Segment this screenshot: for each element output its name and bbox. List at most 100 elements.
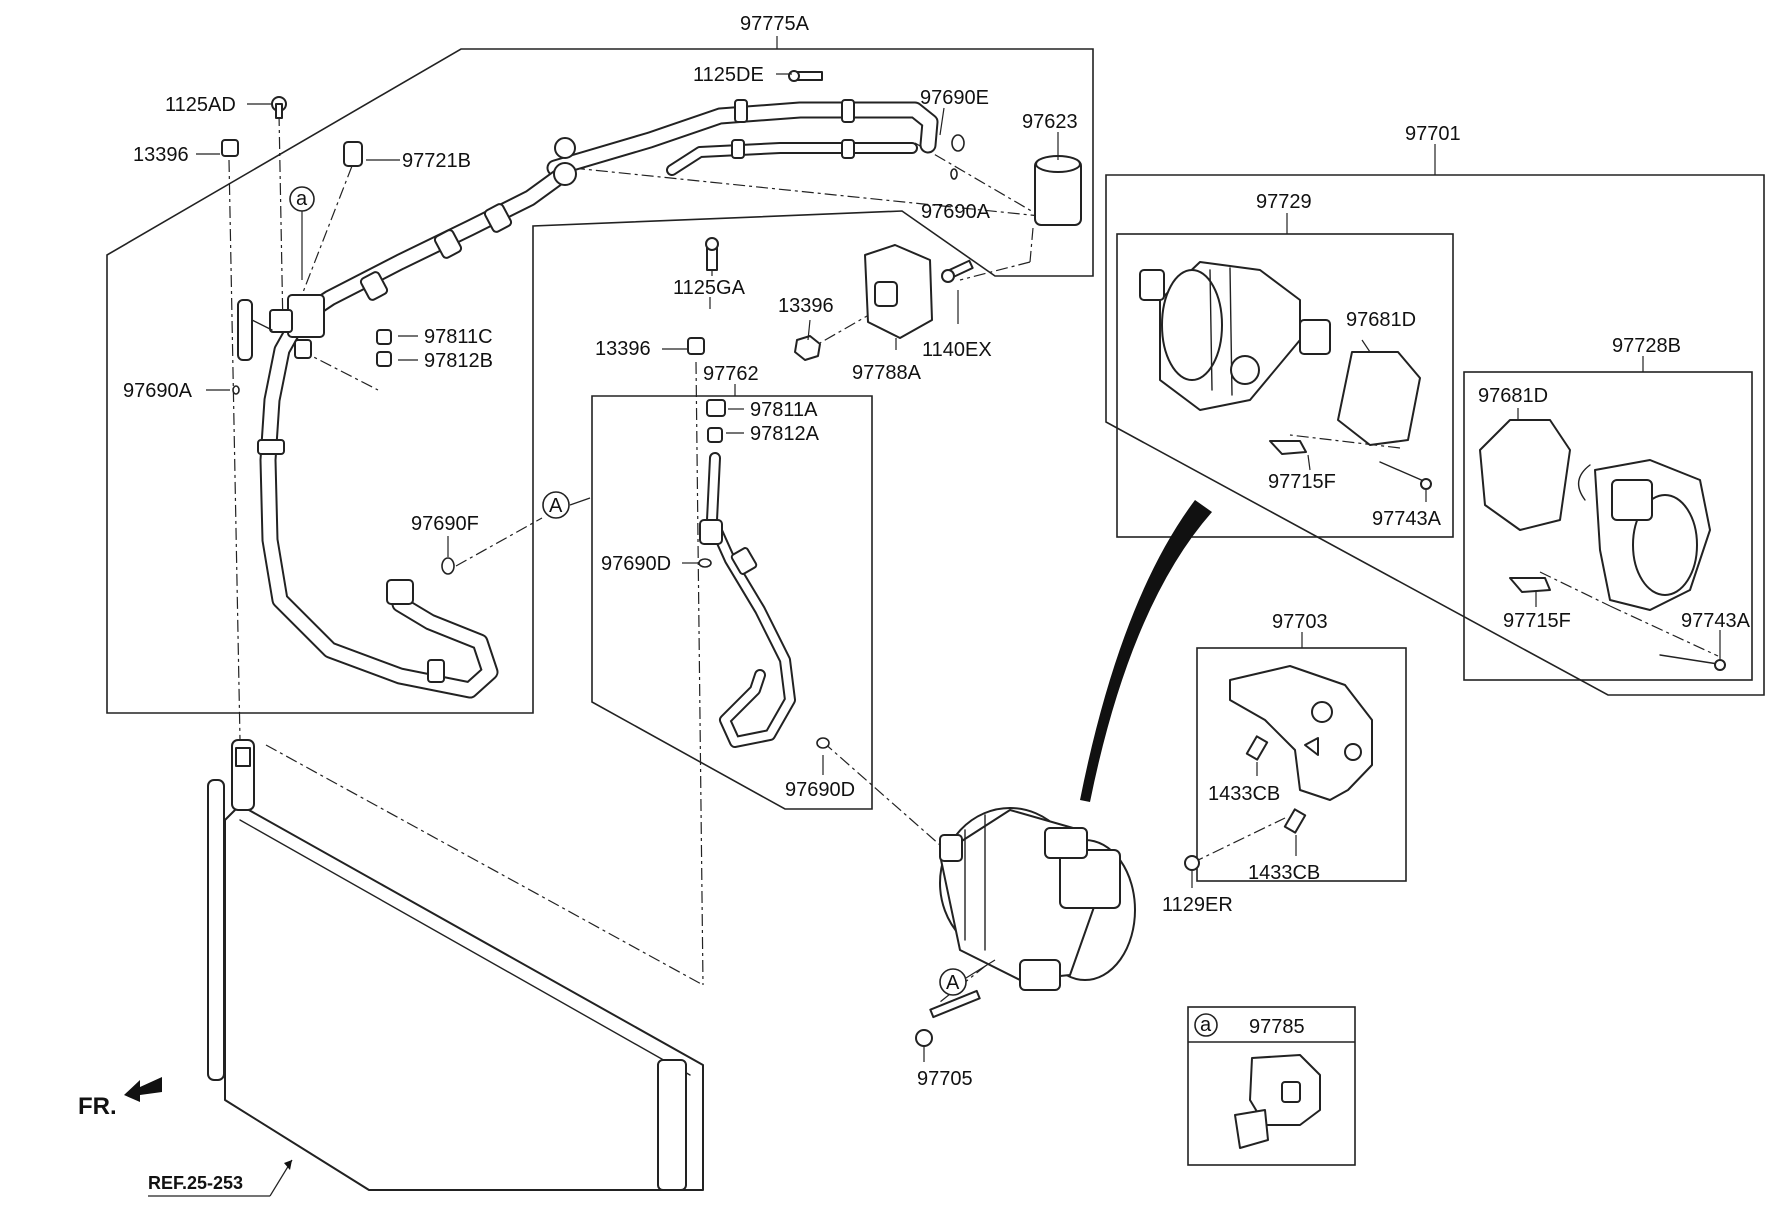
label-97811C: 97811C xyxy=(424,326,493,348)
dash-line xyxy=(1289,434,1401,449)
oring-97690A xyxy=(950,168,958,180)
label-97729: 97729 xyxy=(1256,191,1312,213)
label-97721B: 97721B xyxy=(402,150,471,172)
frame-97701 xyxy=(1105,174,1765,696)
dash-line xyxy=(265,744,704,986)
connector-97785 xyxy=(1234,1054,1321,1149)
bolt-97743A-a xyxy=(1379,461,1427,483)
compressor-97729 xyxy=(1139,261,1331,411)
label-97762: 97762 xyxy=(703,363,759,385)
label-1129ER: 1129ER xyxy=(1162,894,1233,916)
ref-circle-A-compressor xyxy=(939,968,967,996)
label-97690A-left: 97690A xyxy=(123,380,193,402)
shim-97715F-b xyxy=(1509,577,1551,593)
label-97705: 97705 xyxy=(917,1068,973,1090)
frame-97729 xyxy=(1116,233,1454,538)
dash-line xyxy=(1029,227,1034,263)
frame-97785 xyxy=(1187,1006,1356,1166)
nut-13396-left xyxy=(687,337,705,355)
label-97681D-a: 97681D xyxy=(1346,309,1416,331)
dash-line xyxy=(695,361,704,986)
label-1433CB-b: 1433CB xyxy=(1248,862,1320,884)
assembly-arrow xyxy=(1080,500,1212,802)
label-97690F: 97690F xyxy=(411,513,479,535)
label-97715F-a: 97715F xyxy=(1268,471,1336,493)
nut-13396-top xyxy=(221,139,239,157)
label-97701: 97701 xyxy=(1405,123,1461,145)
ref-circle-a-legend xyxy=(1194,1013,1218,1037)
cap-97812B xyxy=(376,351,392,367)
manifold-block xyxy=(287,294,325,338)
label-97788A: 97788A xyxy=(852,362,922,384)
label-13396-mid: 13396 xyxy=(778,295,834,317)
oring-97690E xyxy=(951,134,965,152)
label-97785: 97785 xyxy=(1249,1016,1305,1038)
label-ref-a: a xyxy=(296,188,308,210)
label-97690A-top: 97690A xyxy=(921,201,991,223)
front-direction-arrow xyxy=(124,1077,162,1102)
dash-line xyxy=(1539,571,1611,607)
label-97812B: 97812B xyxy=(424,350,493,372)
condenser xyxy=(207,739,704,1191)
gasket-97681D-a xyxy=(1337,351,1421,446)
label-97715F-b: 97715F xyxy=(1503,610,1571,632)
dash-line xyxy=(455,517,543,567)
label-97811A: 97811A xyxy=(750,399,818,421)
label-fr: FR. xyxy=(78,1093,117,1120)
label-97743A-a: 97743A xyxy=(1372,508,1442,530)
label-97690D-bottom: 97690D xyxy=(785,779,855,801)
label-97743A-b: 97743A xyxy=(1681,610,1751,632)
frame-97762 xyxy=(591,395,873,810)
label-97690D-top: 97690D xyxy=(601,553,671,575)
oring-97690D-bottom xyxy=(816,737,830,749)
compressor-assembly xyxy=(939,807,1136,991)
ref-circle-A-hose xyxy=(542,491,570,519)
cap-97811C xyxy=(376,329,392,345)
label-13396-left: 13396 xyxy=(595,338,651,360)
dash-line xyxy=(299,349,379,391)
label-ref-25-253: REF.25-253 xyxy=(148,1173,243,1193)
pin-1433CB-b xyxy=(1283,808,1307,834)
label-1125GA: 1125GA xyxy=(673,277,746,299)
dash-line xyxy=(914,142,1041,217)
gasket-97681D-b xyxy=(1479,419,1571,531)
dash-line xyxy=(1191,817,1286,864)
bolt-1129ER xyxy=(1184,855,1200,871)
label-ref-A-hose: A xyxy=(549,495,563,517)
dash-line xyxy=(228,159,241,741)
oring-97690F xyxy=(441,557,455,575)
nut-13396-mid xyxy=(794,335,821,361)
label-ref-A-compressor: A xyxy=(946,972,960,994)
dash-line xyxy=(299,165,353,301)
label-97681D-b: 97681D xyxy=(1478,385,1548,407)
oring-97690A-left xyxy=(232,385,240,395)
bolt-97743A-b xyxy=(1659,654,1719,665)
dash-line xyxy=(1609,605,1719,657)
frame-97775A xyxy=(106,48,1094,714)
label-1140EX: 1140EX xyxy=(922,339,992,361)
label-97812A: 97812A xyxy=(750,423,820,445)
label-legend-a: a xyxy=(1200,1014,1212,1036)
label-97690E: 97690E xyxy=(920,87,989,109)
tube-flange xyxy=(554,137,576,159)
label-97703: 97703 xyxy=(1272,611,1328,633)
dash-line xyxy=(819,299,896,344)
label-1125AD: 1125AD xyxy=(165,94,236,116)
frame-97728B xyxy=(1463,371,1753,681)
oring-97690D-top xyxy=(698,558,712,568)
label-97775A: 97775A xyxy=(740,13,810,35)
label-13396-top: 13396 xyxy=(133,144,189,166)
label-1433CB-a: 1433CB xyxy=(1208,783,1280,805)
shim-97715F-a xyxy=(1269,440,1307,455)
bracket-97788A xyxy=(864,244,933,339)
label-97623: 97623 xyxy=(1022,111,1078,133)
dash-line xyxy=(572,167,1041,217)
pin-1433CB-a xyxy=(1245,735,1269,761)
label-1125DE: 1125DE xyxy=(693,64,764,86)
dash-line xyxy=(278,113,284,331)
sensor-97721B xyxy=(343,141,363,167)
bracket-97703 xyxy=(1229,665,1373,801)
dash-line xyxy=(822,741,941,846)
cap-97812A xyxy=(707,427,723,443)
